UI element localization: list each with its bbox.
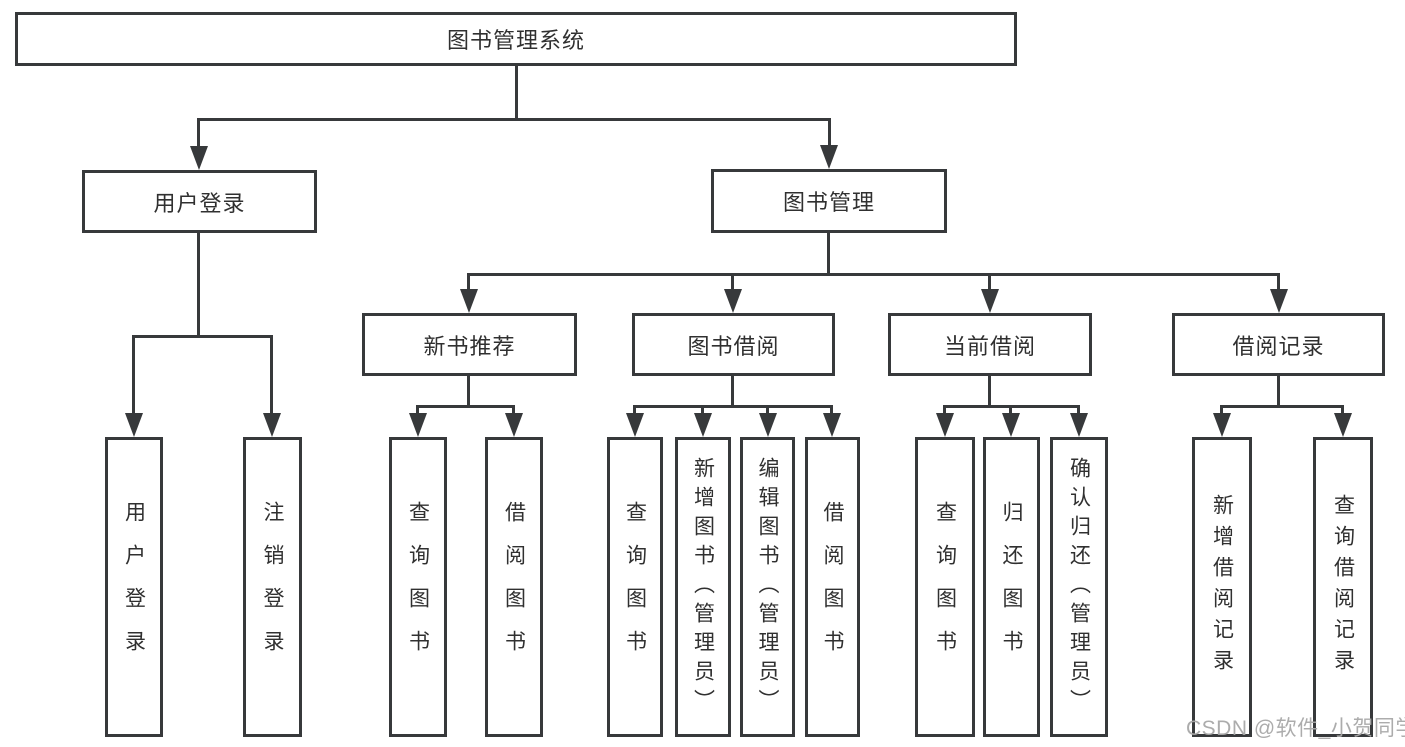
- leaf-label: 新增借阅记录: [1210, 494, 1234, 680]
- leaf-label: 查询借阅记录: [1331, 494, 1355, 680]
- arrow-stem: [467, 275, 470, 291]
- leaf-edit-books-admin: 编辑图书（管理员）: [740, 437, 795, 737]
- arrow-down-icon: [460, 289, 478, 313]
- node-new-book-recommend: 新书推荐: [362, 313, 577, 376]
- node-book-management: 图书管理: [711, 169, 947, 233]
- arrow-down-icon: [820, 145, 838, 169]
- connector-book-borrow-drop: [731, 376, 734, 405]
- leaf-query-books-current: 查询图书: [915, 437, 975, 737]
- connector-user-login-drop: [197, 233, 200, 335]
- leaf-user-login: 用户登录: [105, 437, 163, 737]
- arrow-down-icon: [981, 289, 999, 313]
- leaf-confirm-return-admin: 确认归还（管理员）: [1050, 437, 1108, 737]
- arrow-down-icon: [263, 413, 281, 437]
- arrow-down-icon: [190, 146, 208, 170]
- leaf-query-borrow-record: 查询借阅记录: [1313, 437, 1373, 737]
- leaf-query-books-borrow: 查询图书: [607, 437, 663, 737]
- leaf-add-books-admin: 新增图书（管理员）: [675, 437, 731, 737]
- connector-book-mgmt-drop: [827, 233, 830, 273]
- leaf-label: 编辑图书（管理员）: [756, 456, 779, 718]
- node-borrow-record: 借阅记录: [1172, 313, 1385, 376]
- csdn-watermark: CSDN @软件_小贺同学: [1186, 717, 1405, 740]
- connector-current-borrow-drop: [988, 376, 991, 405]
- arrow-stem: [943, 407, 946, 415]
- connector-new-book-drop: [467, 376, 470, 405]
- leaf-label: 归还图书: [1000, 501, 1023, 673]
- arrow-down-icon: [1213, 413, 1231, 437]
- node-label: 图书管理: [782, 190, 875, 215]
- leaf-label: 新增图书（管理员）: [691, 456, 715, 718]
- arrow-stem: [1220, 407, 1223, 415]
- arrow-down-icon: [1002, 413, 1020, 437]
- leaf-label: 查询图书: [406, 501, 430, 673]
- node-label: 图书管理系统: [446, 28, 585, 53]
- connector-new-book-split: [416, 405, 515, 408]
- arrow-down-icon: [1070, 413, 1088, 437]
- connector-borrow-record-split: [1220, 405, 1344, 408]
- arrow-stem: [701, 407, 704, 415]
- arrow-stem: [512, 407, 515, 415]
- connector-root-drop: [515, 66, 518, 119]
- arrow-stem: [270, 337, 273, 415]
- node-label: 新书推荐: [423, 333, 516, 359]
- arrow-down-icon: [724, 289, 742, 313]
- leaf-label: 查询图书: [933, 501, 957, 673]
- arrow-stem: [1277, 275, 1280, 291]
- node-user-login: 用户登录: [82, 170, 317, 233]
- connector-current-borrow-split: [943, 405, 1080, 408]
- node-label: 用户登录: [153, 190, 246, 216]
- leaf-borrow-books-recommend: 借阅图书: [485, 437, 543, 737]
- arrow-stem: [830, 407, 833, 415]
- leaf-label: 注销登录: [261, 501, 284, 673]
- leaf-label: 借阅图书: [821, 501, 844, 673]
- arrow-down-icon: [1270, 289, 1288, 313]
- leaf-query-books-recommend: 查询图书: [389, 437, 447, 737]
- connector-root-split: [197, 118, 831, 121]
- arrow-stem: [416, 407, 419, 415]
- arrow-down-icon: [505, 413, 523, 437]
- arrow-down-icon: [1334, 413, 1352, 437]
- node-label: 当前借阅: [943, 333, 1036, 359]
- arrow-stem: [731, 275, 734, 291]
- leaf-return-books: 归还图书: [983, 437, 1040, 737]
- arrow-down-icon: [409, 413, 427, 437]
- arrow-down-icon: [626, 413, 644, 437]
- leaf-borrow-books: 借阅图书: [805, 437, 860, 737]
- arrow-stem: [1077, 407, 1080, 415]
- arrow-stem: [1009, 407, 1012, 415]
- arrow-stem: [132, 337, 135, 415]
- arrow-stem: [1341, 407, 1344, 415]
- connector-user-login-split: [132, 335, 273, 338]
- arrow-stem: [988, 275, 991, 291]
- leaf-label: 用户登录: [122, 501, 146, 673]
- leaf-add-borrow-record: 新增借阅记录: [1192, 437, 1252, 737]
- leaf-logout: 注销登录: [243, 437, 302, 737]
- arrow-down-icon: [823, 413, 841, 437]
- arrow-stem: [197, 119, 200, 147]
- arrow-down-icon: [125, 413, 143, 437]
- connector-book-mgmt-split: [467, 273, 1280, 276]
- connector-book-borrow-split: [633, 405, 833, 408]
- arrow-stem: [828, 119, 831, 146]
- leaf-label: 借阅图书: [502, 501, 526, 673]
- node-current-borrow: 当前借阅: [888, 313, 1092, 376]
- node-library-management-system: 图书管理系统: [15, 12, 1017, 66]
- connector-borrow-record-drop: [1277, 376, 1280, 405]
- node-label: 借阅记录: [1232, 333, 1325, 359]
- arrow-down-icon: [694, 413, 712, 437]
- arrow-stem: [766, 407, 769, 415]
- arrow-stem: [633, 407, 636, 415]
- leaf-label: 确认归还（管理员）: [1067, 456, 1091, 718]
- node-label: 图书借阅: [687, 333, 780, 359]
- leaf-label: 查询图书: [623, 501, 647, 673]
- arrow-down-icon: [759, 413, 777, 437]
- arrow-down-icon: [936, 413, 954, 437]
- node-book-borrow: 图书借阅: [632, 313, 835, 376]
